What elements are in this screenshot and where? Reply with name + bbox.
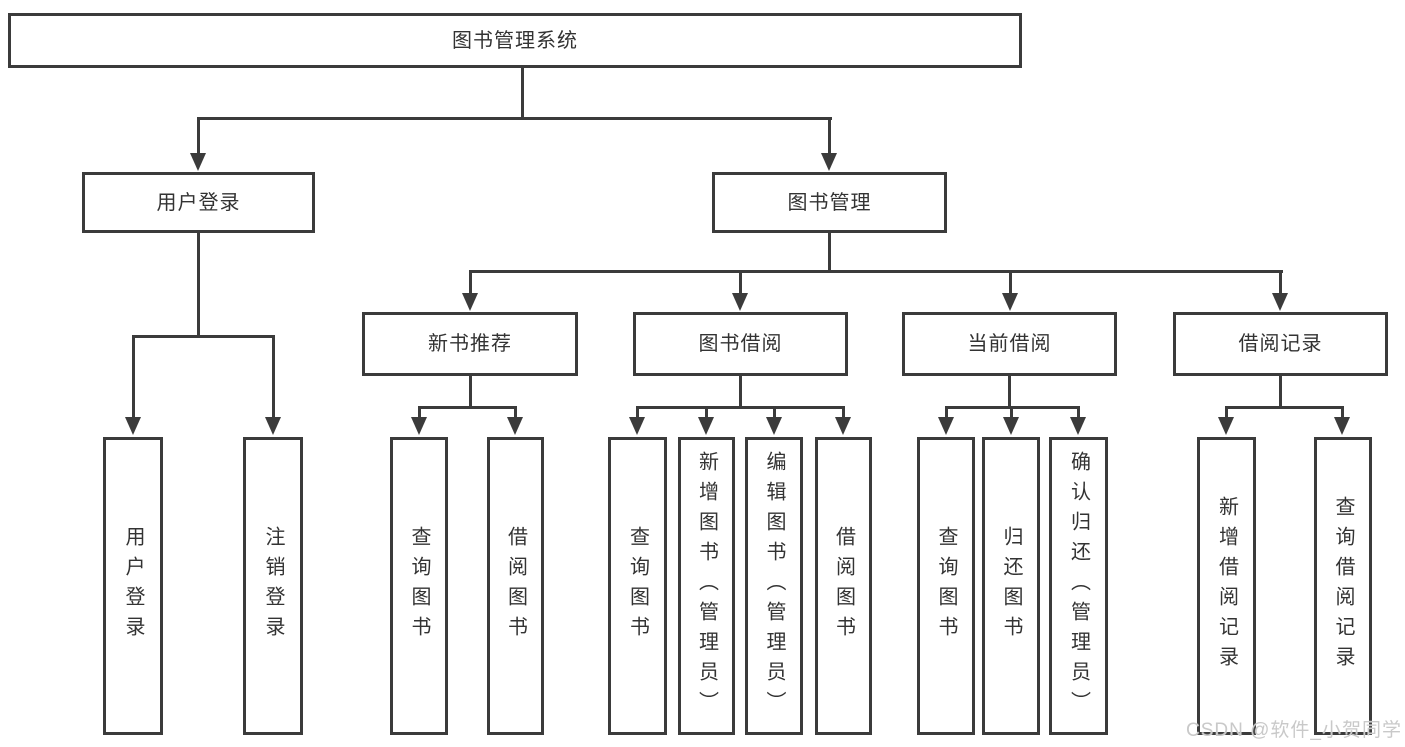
leaf-add-book-admin-label: 新增图书（管理员） [695, 451, 718, 721]
connector-new-book-split [418, 406, 517, 409]
connector-drop-book-borrow [739, 270, 742, 295]
connector-drop-leaf [1010, 406, 1013, 419]
arrow-down-icon [411, 417, 427, 435]
leaf-user-login-label: 用户登录 [122, 526, 144, 646]
connector-drop-leaf [945, 406, 948, 419]
arrow-down-icon [507, 417, 523, 435]
connector-drop-leaf [773, 406, 776, 419]
connector-drop-leaf [1077, 406, 1080, 419]
connector-drop-new-book [469, 270, 472, 295]
connector-drop-user-login [197, 117, 200, 155]
leaf-logout: 注销登录 [243, 437, 303, 735]
connector-drop-book-management [828, 117, 831, 155]
connector-drop-leaf [132, 335, 135, 418]
node-book-management-label: 图书管理 [787, 191, 872, 214]
connector-user-login-stub [197, 231, 200, 338]
leaf-query-borrow-record: 查询借阅记录 [1314, 437, 1372, 735]
arrow-down-icon [1334, 417, 1350, 435]
leaf-add-borrow-record-label: 新增借阅记录 [1215, 496, 1238, 676]
arrow-down-icon [821, 153, 837, 171]
leaf-edit-book-admin-label: 编辑图书（管理员） [763, 451, 785, 721]
leaf-return-book: 归还图书 [982, 437, 1040, 735]
arrow-down-icon [629, 417, 645, 435]
connector-root-split [197, 117, 832, 120]
arrow-down-icon [265, 417, 281, 435]
leaf-confirm-return-admin-label: 确认归还（管理员） [1067, 451, 1090, 721]
arrow-down-icon [766, 417, 782, 435]
node-book-borrow: 图书借阅 [633, 312, 848, 376]
leaf-add-borrow-record: 新增借阅记录 [1197, 437, 1256, 735]
connector-drop-borrow-records [1279, 270, 1282, 295]
connector-book-management-split [469, 270, 1283, 273]
leaf-query-book-borrow: 查询图书 [608, 437, 667, 735]
node-current-borrow-label: 当前借阅 [967, 333, 1052, 355]
leaf-borrow-book-recommend-label: 借阅图书 [504, 526, 527, 646]
connector-book-borrow-split [636, 406, 845, 409]
connector-drop-leaf [705, 406, 708, 419]
leaf-borrow-book-label: 借阅图书 [832, 526, 855, 646]
leaf-user-login: 用户登录 [103, 437, 163, 735]
node-root: 图书管理系统 [8, 13, 1022, 68]
node-new-book-recommend: 新书推荐 [362, 312, 578, 376]
arrow-down-icon [835, 417, 851, 435]
node-borrow-records-label: 借阅记录 [1238, 333, 1323, 355]
leaf-borrow-book: 借阅图书 [815, 437, 872, 735]
arrow-down-icon [190, 153, 206, 171]
leaf-logout-label: 注销登录 [262, 526, 284, 646]
node-borrow-records: 借阅记录 [1173, 312, 1388, 376]
arrow-down-icon [1272, 293, 1288, 311]
leaf-query-book-current-label: 查询图书 [935, 526, 957, 646]
leaf-borrow-book-recommend: 借阅图书 [487, 437, 544, 735]
connector-borrow-records-stub [1279, 374, 1282, 409]
leaf-query-borrow-record-label: 查询借阅记录 [1332, 496, 1354, 676]
node-new-book-recommend-label: 新书推荐 [428, 333, 512, 355]
connector-drop-leaf [842, 406, 845, 419]
arrow-down-icon [732, 293, 748, 311]
node-user-login-label: 用户登录 [156, 191, 241, 214]
arrow-down-icon [1218, 417, 1234, 435]
connector-user-login-split [132, 335, 275, 338]
connector-drop-leaf [514, 406, 517, 419]
arrow-down-icon [938, 417, 954, 435]
connector-book-management-stub [828, 231, 831, 273]
connector-drop-leaf [1341, 406, 1344, 419]
arrow-down-icon [1070, 417, 1086, 435]
arrow-down-icon [698, 417, 714, 435]
connector-new-book-stub [469, 374, 472, 409]
leaf-query-book-recommend-label: 查询图书 [408, 526, 430, 646]
leaf-confirm-return-admin: 确认归还（管理员） [1049, 437, 1108, 735]
connector-borrow-records-split [1225, 406, 1344, 409]
watermark: CSDN @软件_小贺同学 [1186, 720, 1402, 741]
connector-drop-current-borrow [1009, 270, 1012, 295]
leaf-return-book-label: 归还图书 [1000, 526, 1022, 646]
node-current-borrow: 当前借阅 [902, 312, 1117, 376]
leaf-query-book-recommend: 查询图书 [390, 437, 448, 735]
connector-root-stub [521, 66, 524, 118]
node-book-management: 图书管理 [712, 172, 947, 233]
arrow-down-icon [1002, 293, 1018, 311]
arrow-down-icon [462, 293, 478, 311]
leaf-add-book-admin: 新增图书（管理员） [678, 437, 735, 735]
node-user-login: 用户登录 [82, 172, 315, 233]
connector-drop-leaf [636, 406, 639, 419]
connector-drop-leaf [418, 406, 421, 419]
connector-book-borrow-stub [739, 374, 742, 409]
arrow-down-icon [125, 417, 141, 435]
arrow-down-icon [1003, 417, 1019, 435]
connector-current-borrow-stub [1008, 374, 1011, 409]
node-root-label: 图书管理系统 [452, 29, 578, 52]
connector-drop-leaf [1225, 406, 1228, 419]
connector-drop-leaf [272, 335, 275, 418]
leaf-edit-book-admin: 编辑图书（管理员） [745, 437, 803, 735]
leaf-query-book-current: 查询图书 [917, 437, 975, 735]
leaf-query-book-borrow-label: 查询图书 [626, 526, 649, 646]
node-book-borrow-label: 图书借阅 [698, 333, 783, 355]
